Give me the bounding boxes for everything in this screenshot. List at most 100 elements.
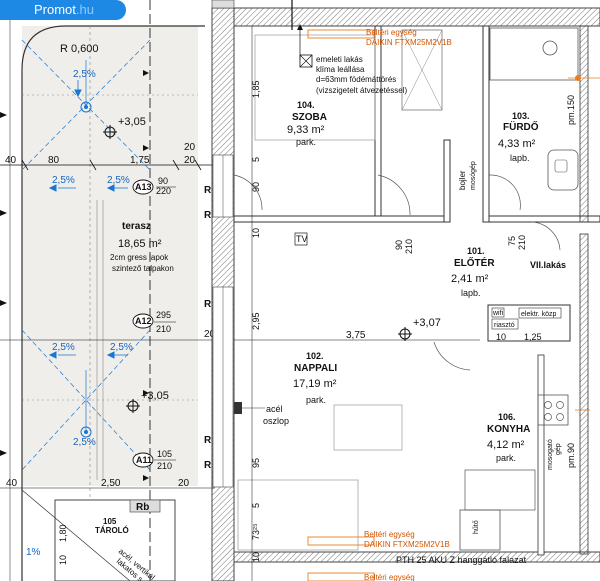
dim-40: 40: [5, 155, 17, 166]
floor-drain-icon: [80, 426, 92, 438]
ac-unit-model: DAIKIN FTXM25M2V1B: [364, 540, 450, 549]
slope-arrow-icon: [48, 351, 76, 359]
dim-250: 2,50: [101, 478, 121, 489]
room-101-number: 101.: [467, 246, 485, 256]
terrace-rounded-corner: [21, 25, 67, 71]
level-marker-icon: [126, 399, 140, 413]
door-tag-a12: A12: [135, 316, 152, 326]
dim-210: 210: [404, 239, 414, 254]
door-swing: [233, 174, 263, 211]
slope-arrow-icon: [106, 184, 128, 192]
burner-icon: [556, 401, 564, 409]
wardrobe: [401, 29, 443, 111]
wall-east-lower: [579, 233, 589, 555]
wall-type-label: PTH 25 AKU Z hanggátló falazat: [396, 555, 527, 565]
storage-name: TÁROLÓ: [95, 526, 129, 535]
dishwasher-label: mosogató: [547, 439, 554, 470]
room-106-floor: park.: [496, 453, 516, 463]
dim-375: 3,75: [346, 330, 366, 341]
room-106-number: 106.: [498, 412, 516, 422]
room-104-number: 104.: [297, 100, 315, 110]
ac-unit-lower: [307, 572, 375, 581]
dim-185: 1,85: [251, 80, 261, 98]
panel-label: elektr. közp: [521, 311, 557, 318]
dim-150: pm.150: [566, 95, 576, 125]
dim-295: 2,95: [251, 312, 261, 330]
door-tag-icon: [132, 179, 154, 195]
steel-column-label-2: oszlop: [263, 416, 289, 426]
terrace-area-value: 18,65 m²: [118, 238, 162, 250]
door-tag-icon: [132, 452, 154, 468]
shower-head-icon: [542, 40, 558, 56]
apartment-label: VII.lakás: [530, 260, 566, 270]
terrace-floor: 2cm gress lapok: [110, 253, 169, 262]
slope-arrow-icon: [106, 351, 128, 359]
section-marker-icon: [0, 70, 149, 481]
ac-unit-bottom: [307, 536, 375, 546]
room-101-floor: lapb.: [461, 288, 481, 298]
storage-outline: [54, 499, 176, 581]
burner-icon: [556, 413, 564, 421]
ac-note: emeleti lakás: [316, 55, 363, 64]
dim-10: 10: [251, 552, 261, 562]
storage-number: 105: [103, 517, 117, 526]
room-103-name: FÜRDŐ: [503, 120, 539, 133]
tv-box: [294, 232, 308, 246]
slope-label: 2,5%: [52, 175, 75, 186]
bottom-wall: [233, 551, 600, 563]
promot-logo[interactable]: Promot.hu: [0, 0, 126, 20]
r-marker: R: [204, 460, 212, 471]
dim-10: 10: [251, 228, 261, 238]
kitchen-counter: [464, 469, 536, 511]
dim-210: 210: [517, 235, 527, 250]
burner-icon: [544, 401, 552, 409]
dim-80: 80: [48, 155, 60, 166]
wall-bath-south: [488, 215, 600, 223]
tv-label: TV: [296, 234, 308, 244]
door-a11-width: 105: [157, 449, 172, 459]
door-a13-height: 220: [156, 186, 171, 196]
level-terrace-top: +3,05: [118, 116, 146, 128]
ac-unit-label: Beltéri egység: [364, 573, 415, 581]
cooktop: [537, 394, 569, 426]
dim-20: 20: [204, 329, 216, 340]
dim-7325: 73²⁵: [251, 523, 261, 540]
room-102-number: 102.: [306, 351, 324, 361]
dim-20: 20: [184, 142, 196, 153]
boiler-label: bojler: [458, 170, 467, 190]
dishwasher-label-2: gép: [555, 443, 562, 455]
radius-label: R 0,600: [60, 43, 99, 55]
r-marker: R: [204, 435, 212, 446]
slope-label: 2,5%: [107, 175, 130, 186]
door-swing: [531, 221, 561, 251]
terrace-floor-2: szintező talpakon: [112, 264, 174, 273]
door-tag-a13: A13: [135, 182, 152, 192]
dim-95: 95: [251, 458, 261, 468]
wall-bedroom-south: [233, 215, 445, 223]
terrace-area: [22, 26, 198, 486]
room-103-area: 4,33 m²: [498, 138, 536, 150]
room-102-floor: park.: [306, 395, 326, 405]
room-103-number: 103.: [512, 111, 530, 121]
dim-20: 20: [178, 478, 190, 489]
wall-kitchen: [537, 354, 545, 556]
floor-drain-icon: [80, 101, 92, 113]
slope-label: 2,5%: [73, 437, 96, 448]
dim-10: 10: [58, 555, 68, 565]
wall-boiler: [443, 139, 451, 223]
ac-note-3: d=63mm födémáttörés: [316, 75, 396, 84]
washer-label: mosógép: [470, 161, 477, 190]
rb-label: Rb: [136, 502, 149, 513]
slope-label: 2,5%: [110, 342, 133, 353]
fridge-box: [459, 509, 501, 551]
slope-label: 2,5%: [73, 69, 96, 80]
top-wall: [233, 7, 600, 27]
slope-arrow-icon: [74, 80, 82, 98]
dim-10: 10: [496, 332, 506, 342]
slope-label: 2,5%: [52, 342, 75, 353]
toilet-icon: [547, 149, 579, 191]
door-a12-height: 210: [156, 324, 171, 334]
alarm-label: riasztó: [494, 322, 515, 329]
wall-bath-west: [482, 25, 490, 223]
